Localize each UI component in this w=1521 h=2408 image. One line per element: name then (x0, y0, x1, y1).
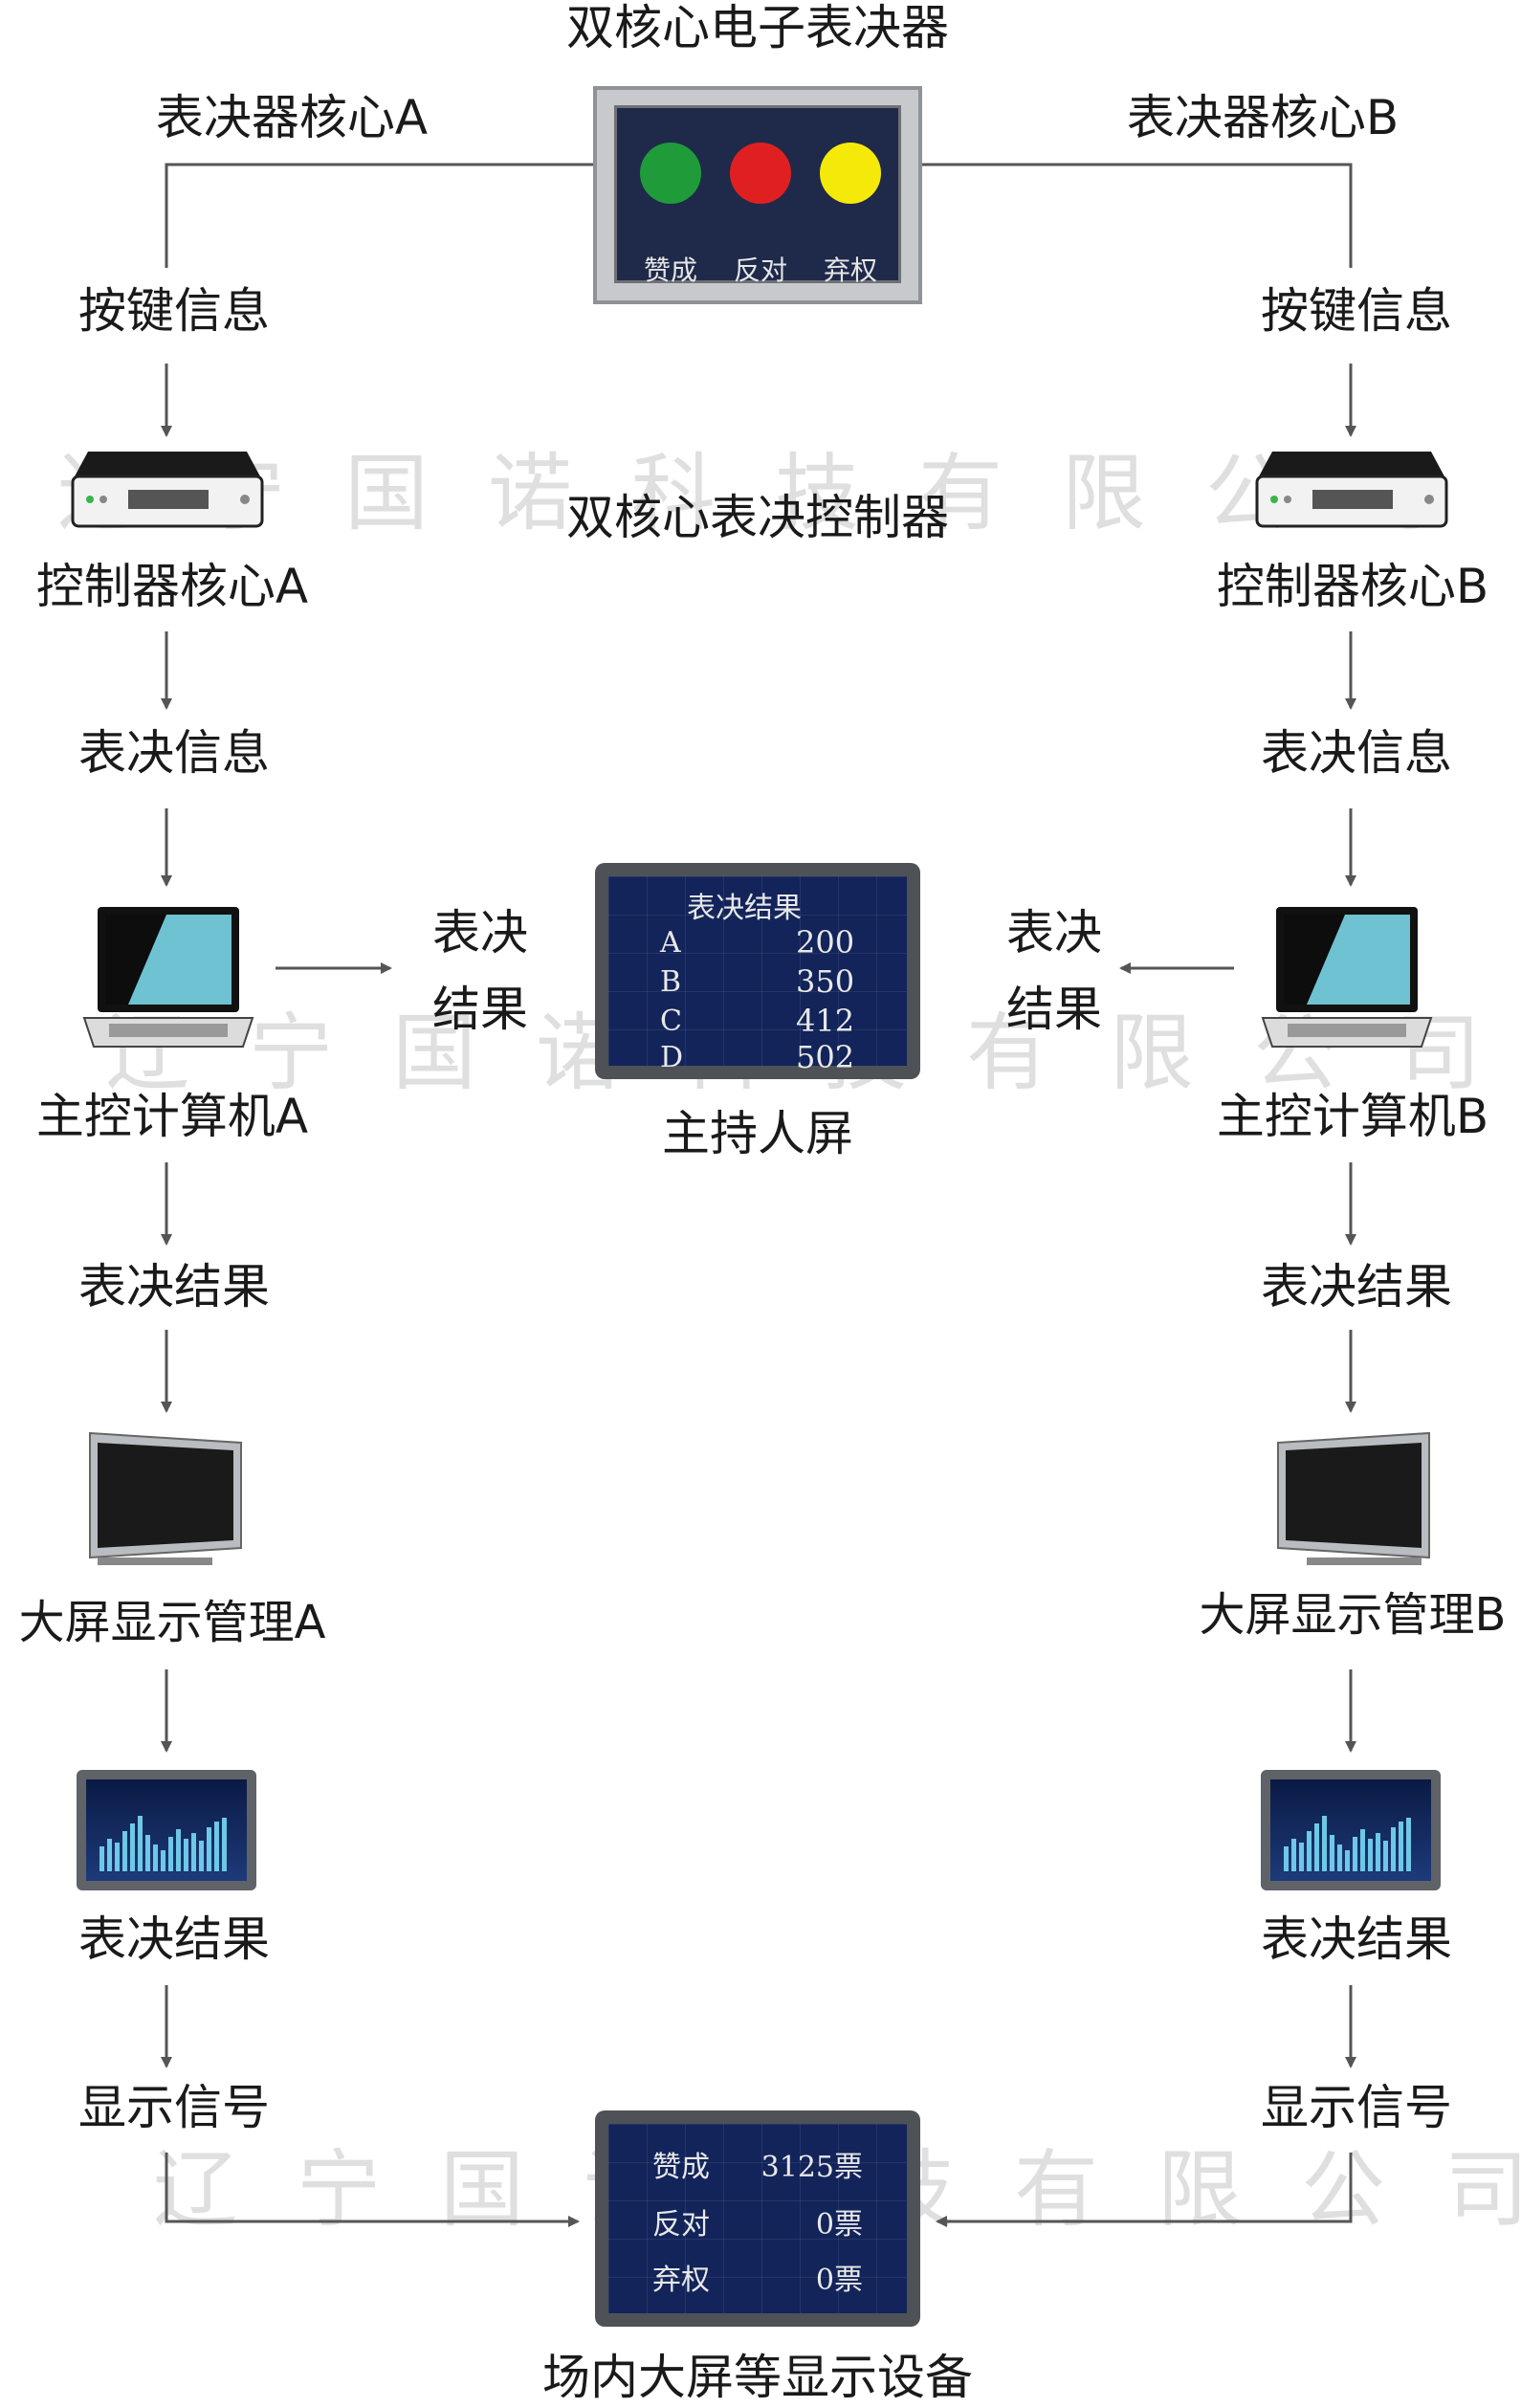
vote-result-right-1: 表决 (1006, 905, 1102, 961)
host-screen: 表决结果 A 200 B 350 C 412 D 502 (595, 863, 920, 1079)
display-mgmt-b-label: 大屏显示管理B (1199, 1588, 1507, 1642)
computer-b-icon (1261, 907, 1433, 1048)
big-row-value-2: 0票 (815, 2208, 863, 2242)
big-row-value-3: 0票 (815, 2264, 863, 2297)
display-a-icon (89, 1431, 242, 1565)
voter-panel: 赞成 反对 弃权 (614, 105, 901, 286)
chart-panel-b-icon (1261, 1770, 1441, 1890)
key-info-b: 按键信息 (1261, 283, 1452, 339)
vote-info-a: 表决信息 (78, 725, 270, 781)
computer-a-icon (82, 907, 254, 1048)
venue-screen-display: 赞成 3125票 反对 0票 弃权 0票 (608, 2124, 907, 2313)
big-row-key-1: 赞成 (652, 2151, 710, 2184)
host-row-key-c: C (660, 1005, 682, 1038)
vote-result-right-2: 结果 (1006, 982, 1102, 1037)
oppose-lamp-icon (730, 143, 791, 204)
line-signal-a-to-screen (165, 2153, 580, 2227)
computer-b-label: 主控计算机B (1216, 1089, 1489, 1144)
line-voter-to-key-b (922, 163, 1353, 268)
controller-b-label: 控制器核心B (1216, 559, 1489, 614)
big-row-key-2: 反对 (652, 2208, 710, 2242)
line-voter-to-key-a (165, 163, 593, 268)
venue-big-screen: 赞成 3125票 反对 0票 弃权 0票 (595, 2110, 920, 2327)
vote-info-b: 表决信息 (1261, 725, 1452, 781)
big-row-value-1: 3125票 (760, 2151, 863, 2184)
core-b-label: 表决器核心B (1126, 90, 1400, 145)
vote-result-c: 表决结果 (78, 1911, 270, 1967)
watermark: 辽宁国诺科技有限公司 (57, 444, 1493, 542)
host-row-key-b: B (660, 965, 682, 999)
display-mgmt-a-label: 大屏显示管理A (18, 1596, 326, 1649)
line-signal-b-to-screen (936, 2153, 1353, 2227)
computer-a-label: 主控计算机A (35, 1089, 309, 1144)
vote-result-left-1: 表决 (432, 905, 528, 961)
display-signal-b: 显示信号 (1261, 2080, 1452, 2135)
host-row-value-a: 200 (796, 924, 855, 961)
key-info-a: 按键信息 (78, 283, 270, 339)
bar-chart-a-icon (99, 1816, 227, 1871)
chart-panel-a-icon (77, 1770, 256, 1890)
host-row-value-c: 412 (796, 1003, 855, 1039)
controller-a-icon (71, 452, 264, 528)
title: 双核心电子表决器 (566, 0, 949, 55)
controller-b-icon (1255, 452, 1448, 528)
host-screen-display: 表决结果 A 200 B 350 C 412 D 502 (608, 876, 907, 1075)
host-screen-header: 表决结果 (687, 892, 802, 925)
controller-title: 双核心表决控制器 (566, 490, 949, 545)
host-row-value-d: 502 (796, 1039, 855, 1075)
big-row-key-3: 弃权 (652, 2264, 710, 2297)
vote-result-b: 表决结果 (1261, 1259, 1452, 1314)
vote-result-a: 表决结果 (78, 1259, 270, 1314)
approve-label: 赞成 (643, 254, 697, 286)
host-screen-caption: 主持人屏 (662, 1106, 853, 1161)
vote-result-d: 表决结果 (1261, 1911, 1452, 1967)
host-row-value-b: 350 (796, 963, 855, 1000)
abstain-lamp-icon (820, 143, 881, 204)
bar-chart-b-icon (1284, 1816, 1411, 1871)
approve-lamp-icon (640, 143, 701, 204)
host-row-key-a: A (660, 926, 681, 960)
display-b-icon (1277, 1431, 1430, 1565)
vote-result-left-2: 结果 (432, 982, 528, 1037)
display-signal-a: 显示信号 (78, 2080, 270, 2135)
big-screen-caption: 场内大屏等显示设备 (542, 2350, 973, 2405)
controller-a-label: 控制器核心A (35, 559, 309, 614)
oppose-label: 反对 (733, 254, 787, 286)
core-a-label: 表决器核心A (155, 90, 429, 145)
host-row-key-d: D (660, 1041, 684, 1074)
abstain-label: 弃权 (823, 254, 877, 286)
voter-device: 赞成 反对 弃权 (593, 86, 922, 304)
